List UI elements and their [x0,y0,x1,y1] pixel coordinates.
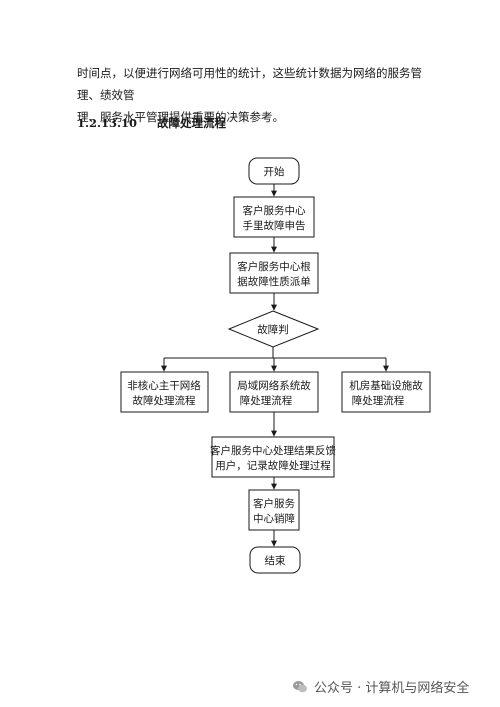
step4-box [248,489,300,531]
branch-left-label-2: 故障处理流程 [133,394,196,407]
section-number: 1.2.13.10 [77,116,138,130]
step1-label-2: 手里故障申告 [243,219,306,232]
step3-box [211,436,335,478]
start-label: 开始 [264,165,285,178]
decision-label: 故障判 [257,323,289,336]
end-label: 结束 [265,554,286,567]
paragraph-line-1: 时间点，以便进行网络可用性的统计，这些统计数据为网络的服务管理、绩效管 [77,66,422,102]
step2-box [229,252,319,294]
step4-label-2: 中心销障 [253,512,295,525]
end-node [249,546,301,574]
step2-label-1: 客户服务中心根 [237,260,311,273]
branch-left-label-1: 非核心主干网络 [127,379,201,392]
step1-label-1: 客户服务中心 [243,204,306,217]
intro-paragraph: 时间点，以便进行网络可用性的统计，这些统计数据为网络的服务管理、绩效管 理、服务… [77,62,437,128]
step4-label-1: 客户服务 [253,497,295,510]
wechat-icon [293,680,307,692]
step3-label-1: 客户服务中心处理结果反馈 [210,444,336,457]
watermark-text: 公众号 · 计算机与网络安全 [314,681,470,696]
watermark: 公众号 · 计算机与网络安全 [292,677,469,696]
section-title: 故障处理流程 [157,116,227,130]
section-heading: 1.2.13.10 故障处理流程 [77,115,226,131]
branch-right-label-1: 机房基础设施故 [349,379,423,392]
step2-label-2: 据故障性质派单 [237,275,311,288]
branch-right-label-2: 障处理流程 [352,394,405,407]
branch-right-box [341,371,431,413]
step3-label-2: 用户，记录故障处理过程 [215,459,331,472]
branch-mid-label-1: 局域网络系统故 [237,379,311,392]
branch-mid-label-2: 障处理流程 [240,394,293,407]
paragraph-line-2: 理、服务水平管理提供重要的决策参考。 [77,110,284,124]
step1-box [233,196,315,238]
branch-left-box [120,371,209,413]
